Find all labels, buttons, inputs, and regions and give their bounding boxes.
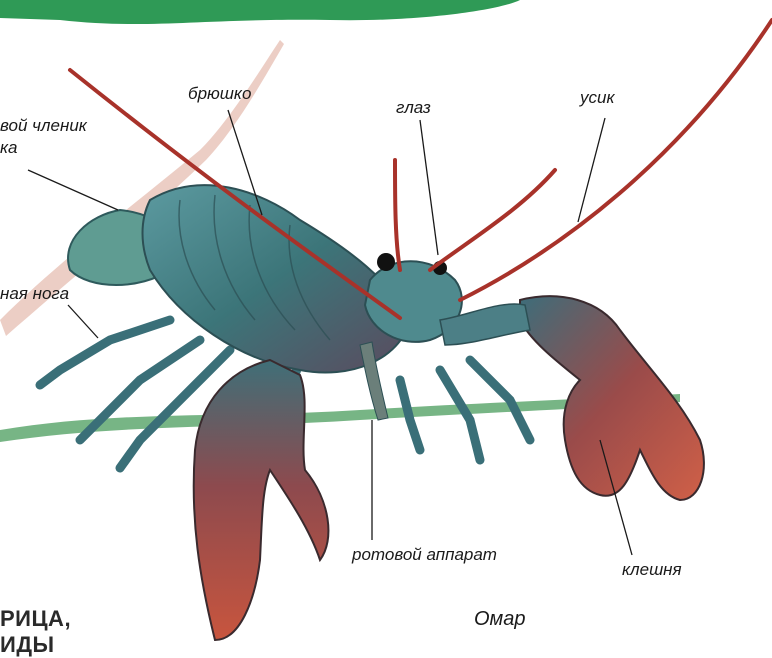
top-banner — [0, 0, 520, 24]
label-claw: клешня — [622, 560, 682, 580]
label-leg: ная нога — [0, 284, 69, 304]
label-mouthparts: ротовой аппарат — [352, 545, 497, 565]
heading-line-2: ИДЫ — [0, 632, 55, 658]
claw-left — [194, 360, 329, 640]
caption: Омар — [474, 608, 526, 631]
label-abdomen: брюшко — [188, 84, 251, 104]
heading-line-1: РИЦА, — [0, 606, 71, 632]
eye-1 — [377, 253, 395, 271]
label-antenna: усик — [580, 88, 614, 108]
label-tail-segment-1: вой членик — [0, 116, 87, 136]
label-tail-segment-2: ка — [0, 138, 17, 158]
label-eye: глаз — [396, 98, 431, 118]
